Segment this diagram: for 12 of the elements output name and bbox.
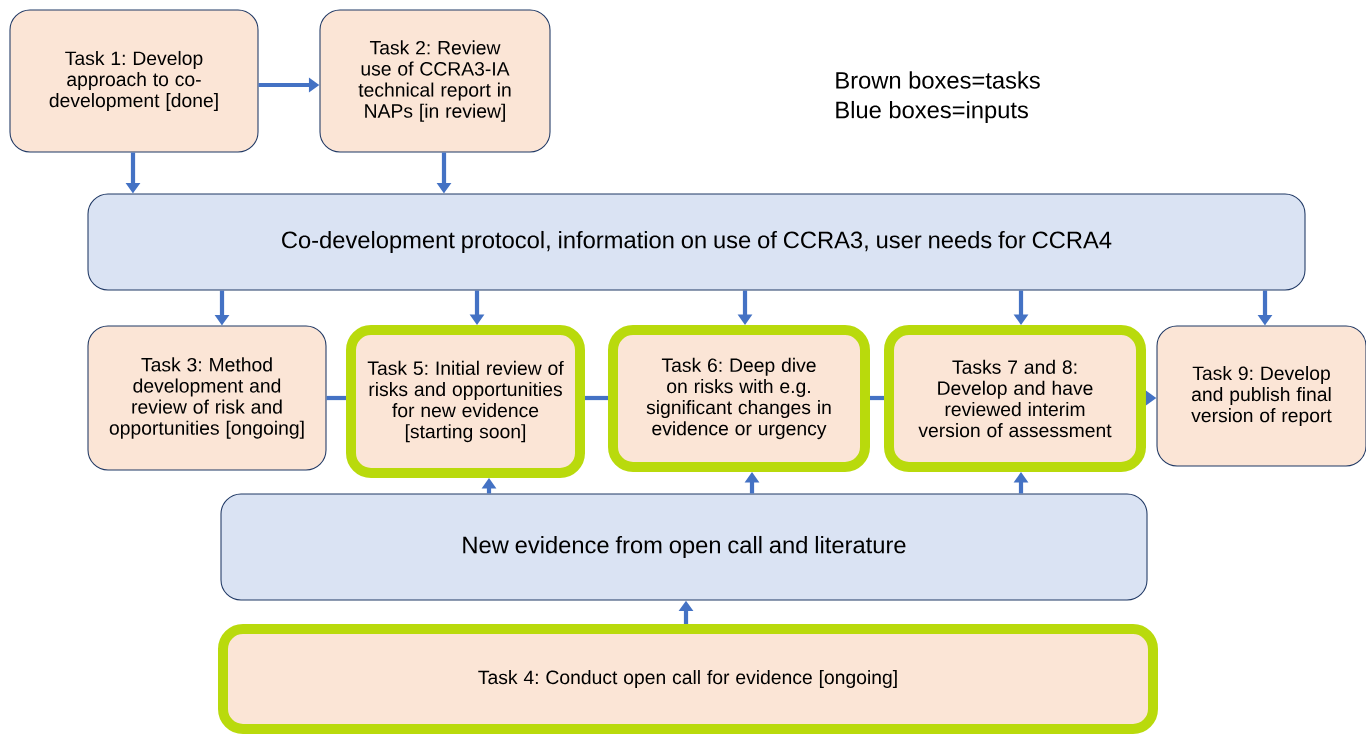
task-box: Task 5: Initial review of risks and opportunities for new evidence [starting soon] xyxy=(346,325,585,478)
input-box: New evidence from open call and literature xyxy=(220,493,1148,601)
task-box: Task 4: Conduct open call for evidence [ongoing] xyxy=(218,624,1158,734)
legend-note: Blue boxes=inputs xyxy=(836,100,1028,124)
task-box: Task 6: Deep dive on risks with e.g. significant changes in evidence or urgency xyxy=(608,325,870,472)
legend-note: Brown boxes=tasks xyxy=(836,71,1040,89)
task-box: Tasks 7 and 8: Develop and have reviewed interim version of assessment xyxy=(884,325,1146,472)
input-box: Co-development protocol, information on use of CCRA3, user needs for CCRA4 xyxy=(87,193,1306,291)
task-box: Task 3: Method development and review of risk and opportunities [ongoing] xyxy=(87,325,327,471)
task-box: Task 2: Review use of CCRA3-IA technical report in NAPs [in review] xyxy=(319,9,551,153)
task-box: Task 9: Develop and publish final version of report xyxy=(1156,325,1366,467)
task-box: Task 1: Develop approach to co-development [done] xyxy=(9,9,259,153)
